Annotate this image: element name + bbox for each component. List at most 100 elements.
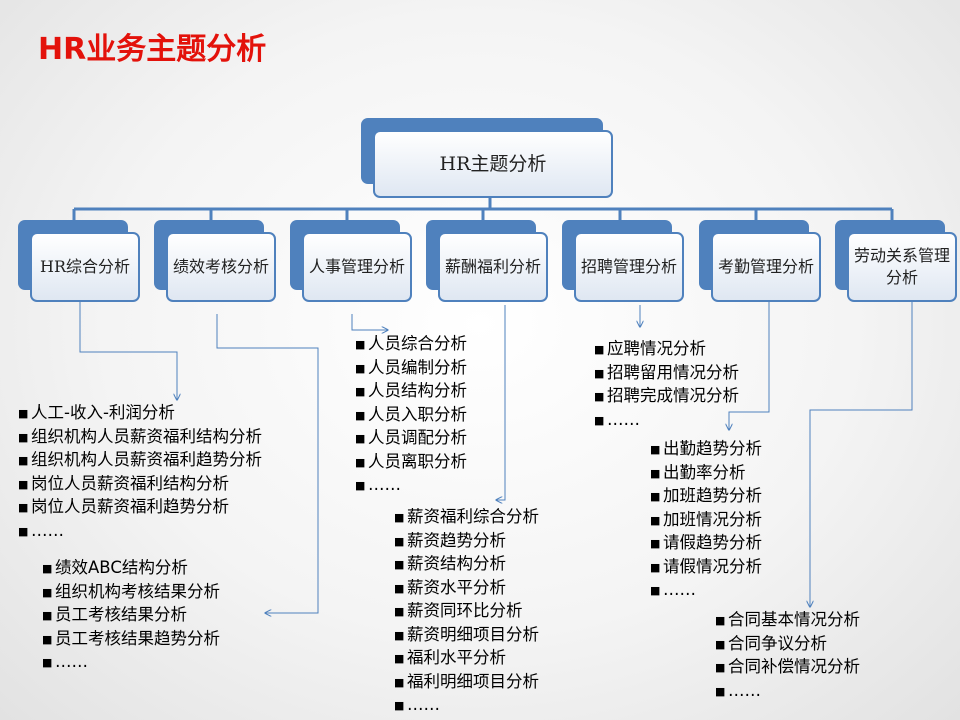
- bullet-icon: ■: [715, 684, 726, 698]
- list-item: ■出勤率分析: [650, 462, 762, 486]
- category-node-attendance: 考勤管理分析: [699, 220, 823, 304]
- list-item: ■组织机构考核结果分析: [42, 581, 220, 605]
- bullet-icon: ■: [650, 490, 661, 503]
- list-item: ■加班情况分析: [650, 509, 762, 533]
- bullet-icon: ■: [594, 413, 605, 427]
- bullet-icon: ■: [715, 614, 726, 627]
- bullet-icon: ■: [715, 637, 726, 651]
- list-item: ■……: [394, 694, 539, 718]
- bullet-icon: ■: [355, 408, 366, 422]
- list-item: ■合同基本情况分析: [715, 609, 860, 633]
- bullet-icon: ■: [394, 652, 405, 665]
- category-node-personnel: 人事管理分析: [290, 220, 414, 304]
- bullet-icon: ■: [394, 675, 405, 689]
- list-item: ■……: [18, 520, 262, 544]
- list-item: ■薪资趋势分析: [394, 530, 539, 554]
- bullet-icon: ■: [594, 366, 605, 380]
- root-label: HR主题分析: [373, 130, 613, 198]
- list-item: ■人员结构分析: [355, 380, 467, 404]
- list-item: ■薪资结构分析: [394, 553, 539, 577]
- list-item: ■人员编制分析: [355, 357, 467, 381]
- list-item: ■……: [594, 409, 739, 433]
- bullet-icon: ■: [594, 343, 605, 356]
- bullet-icon: ■: [18, 454, 29, 467]
- bullet-icon: ■: [355, 479, 366, 492]
- bullet-icon: ■: [355, 338, 366, 351]
- bullet-icon: ■: [18, 477, 29, 491]
- bullet-icon: ■: [42, 609, 53, 622]
- item-list-hr: ■人工-收入-利润分析 ■组织机构人员薪资福利结构分析 ■组织机构人员薪资福利趋…: [18, 402, 262, 543]
- category-node-salary: 薪酬福利分析: [426, 220, 550, 304]
- bullet-icon: ■: [18, 430, 29, 444]
- list-item: ■组织机构人员薪资福利结构分析: [18, 426, 262, 450]
- list-item: ■薪资福利综合分析: [394, 506, 539, 530]
- bullet-icon: ■: [18, 501, 29, 514]
- list-item: ■招聘留用情况分析: [594, 362, 739, 386]
- bullet-icon: ■: [394, 558, 405, 571]
- list-item: ■薪资水平分析: [394, 577, 539, 601]
- bullet-icon: ■: [42, 585, 53, 599]
- list-item: ■应聘情况分析: [594, 338, 739, 362]
- bullet-icon: ■: [355, 432, 366, 445]
- category-node-hr: HR综合分析: [18, 220, 142, 304]
- bullet-icon: ■: [18, 407, 29, 420]
- category-node-labor: 劳动关系管理分析: [835, 220, 959, 304]
- bullet-icon: ■: [42, 632, 53, 646]
- list-item: ■岗位人员薪资福利趋势分析: [18, 496, 262, 520]
- bullet-icon: ■: [394, 699, 405, 712]
- list-item: ■人工-收入-利润分析: [18, 402, 262, 426]
- category-label-perf: 绩效考核分析: [166, 232, 276, 302]
- list-item: ■组织机构人员薪资福利趋势分析: [18, 449, 262, 473]
- list-item: ■福利水平分析: [394, 647, 539, 671]
- list-item: ■岗位人员薪资福利结构分析: [18, 473, 262, 497]
- bullet-icon: ■: [394, 534, 405, 548]
- list-item: ■……: [715, 680, 860, 704]
- bullet-icon: ■: [594, 390, 605, 403]
- bullet-icon: ■: [42, 562, 53, 575]
- list-item: ■请假情况分析: [650, 556, 762, 580]
- bullet-icon: ■: [650, 443, 661, 456]
- item-list-salary: ■薪资福利综合分析 ■薪资趋势分析 ■薪资结构分析 ■薪资水平分析 ■薪资同环比…: [394, 506, 539, 718]
- list-item: ■福利明细项目分析: [394, 671, 539, 695]
- category-label-recruit: 招聘管理分析: [574, 232, 684, 302]
- item-list-recruit: ■应聘情况分析 ■招聘留用情况分析 ■招聘完成情况分析 ■……: [594, 338, 739, 432]
- list-item: ■薪资明细项目分析: [394, 624, 539, 648]
- bullet-icon: ■: [355, 361, 366, 375]
- list-item: ■人员综合分析: [355, 333, 467, 357]
- list-item: ■请假趋势分析: [650, 532, 762, 556]
- root-node: HR主题分析: [361, 118, 621, 200]
- list-item: ■合同争议分析: [715, 633, 860, 657]
- list-item: ■……: [355, 474, 467, 498]
- list-item: ■绩效ABC结构分析: [42, 557, 220, 581]
- bullet-icon: ■: [650, 537, 661, 550]
- category-label-attendance: 考勤管理分析: [711, 232, 821, 302]
- list-item: ■出勤趋势分析: [650, 438, 762, 462]
- category-label-salary: 薪酬福利分析: [438, 232, 548, 302]
- bullet-icon: ■: [650, 513, 661, 527]
- category-label-hr: HR综合分析: [30, 232, 140, 302]
- item-list-personnel: ■人员综合分析 ■人员编制分析 ■人员结构分析 ■人员入职分析 ■人员调配分析 …: [355, 333, 467, 498]
- bullet-icon: ■: [394, 581, 405, 595]
- item-list-perf: ■绩效ABC结构分析 ■组织机构考核结果分析 ■员工考核结果分析 ■员工考核结果…: [42, 557, 220, 675]
- list-item: ■人员入职分析: [355, 404, 467, 428]
- bullet-icon: ■: [715, 661, 726, 674]
- list-item: ■加班趋势分析: [650, 485, 762, 509]
- bullet-icon: ■: [650, 584, 661, 597]
- category-node-recruit: 招聘管理分析: [562, 220, 686, 304]
- category-node-perf: 绩效考核分析: [154, 220, 278, 304]
- bullet-icon: ■: [42, 656, 53, 669]
- list-item: ■……: [42, 651, 220, 675]
- list-item: ■人员离职分析: [355, 451, 467, 475]
- bullet-icon: ■: [355, 385, 366, 398]
- list-item: ■人员调配分析: [355, 427, 467, 451]
- list-item: ■员工考核结果分析: [42, 604, 220, 628]
- bullet-icon: ■: [394, 605, 405, 618]
- bullet-icon: ■: [650, 560, 661, 574]
- bullet-icon: ■: [355, 455, 366, 469]
- list-item: ■合同补偿情况分析: [715, 656, 860, 680]
- bullet-icon: ■: [394, 511, 405, 524]
- category-label-personnel: 人事管理分析: [302, 232, 412, 302]
- list-item: ■薪资同环比分析: [394, 600, 539, 624]
- category-label-labor: 劳动关系管理分析: [847, 232, 957, 302]
